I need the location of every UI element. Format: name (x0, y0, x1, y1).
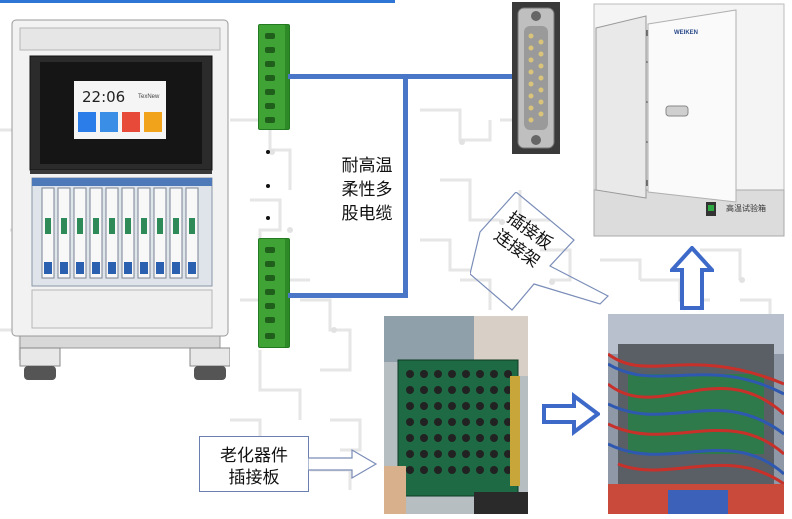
aging-board-photo (384, 316, 528, 514)
up-arrow-icon (670, 246, 714, 310)
terminal-connector-top (258, 24, 290, 130)
header-accent-line (0, 0, 395, 3)
screen-time: 22:06 (82, 88, 126, 106)
screen-brand: TexNew (138, 94, 160, 100)
ellipsis-dot (266, 216, 270, 220)
chamber-panel-text: 高温试验箱 (726, 204, 766, 213)
aging-test-cabinet (11, 19, 230, 380)
cable-label: 耐高温 柔性多 股电缆 (341, 156, 393, 224)
rack-board-callout-shape (470, 192, 610, 311)
right-arrow-icon (542, 392, 600, 436)
aging-board-label: 老化器件 插接板 (199, 436, 309, 492)
cable-wire-top (288, 74, 516, 79)
wiring-rack-photo (608, 314, 784, 514)
high-temperature-chamber (593, 3, 785, 237)
ellipsis-dot (266, 150, 270, 154)
screen-app-tiles (78, 112, 164, 134)
callout-arrow-icon (308, 448, 378, 480)
dsub-connector (512, 2, 560, 154)
chamber-logo: WEIKEN (674, 30, 698, 36)
ellipsis-dot (266, 184, 270, 188)
cable-wire-bottom (288, 293, 408, 298)
terminal-connector-bottom (258, 238, 290, 348)
screen-clock-area: 22:06 TexNew (76, 84, 166, 114)
cable-wire-vertical (403, 74, 408, 298)
